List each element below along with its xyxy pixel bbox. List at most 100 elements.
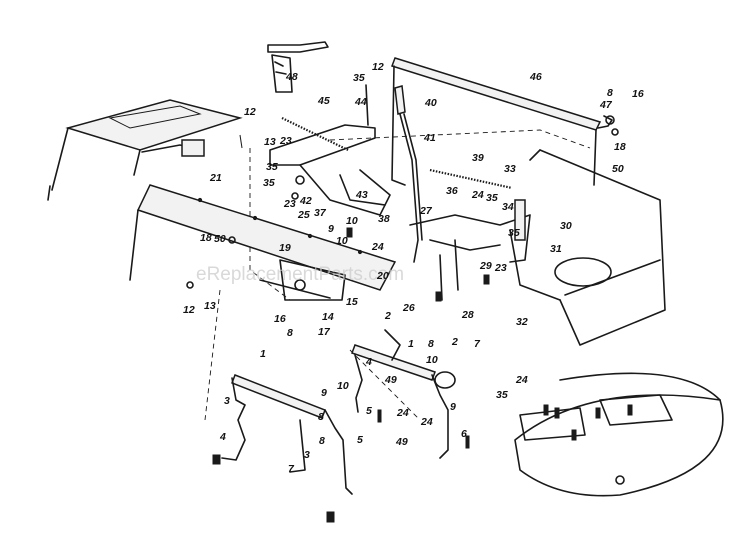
callout-35: 35 bbox=[266, 161, 278, 173]
callout-29: 29 bbox=[479, 260, 492, 272]
callout-10: 10 bbox=[346, 215, 358, 227]
callout-1: 1 bbox=[408, 338, 414, 350]
callout-45: 45 bbox=[317, 95, 330, 107]
callout-25: 25 bbox=[297, 209, 310, 221]
callout-35: 35 bbox=[353, 72, 365, 84]
rear-panel bbox=[391, 57, 615, 186]
callout-38: 38 bbox=[378, 213, 390, 225]
linkage-center bbox=[409, 199, 531, 301]
hardware bbox=[186, 128, 633, 523]
callout-6: 6 bbox=[461, 428, 467, 440]
callout-23: 23 bbox=[279, 135, 292, 147]
callout-8: 8 bbox=[607, 87, 613, 99]
callout-10: 10 bbox=[337, 380, 349, 392]
callout-1: 1 bbox=[260, 348, 266, 360]
callout-10: 10 bbox=[426, 354, 438, 366]
callout-24: 24 bbox=[371, 241, 384, 253]
rear-frame bbox=[509, 149, 666, 346]
callout-12: 12 bbox=[244, 106, 256, 118]
callout-14: 14 bbox=[322, 311, 334, 323]
callout-8: 8 bbox=[318, 411, 324, 423]
callout-32: 32 bbox=[516, 316, 528, 328]
mower-deck bbox=[514, 372, 724, 497]
callout-42: 42 bbox=[299, 195, 312, 207]
callout-4: 4 bbox=[219, 431, 226, 443]
callout-23: 23 bbox=[283, 198, 296, 210]
callout-50: 50 bbox=[612, 163, 624, 175]
callout-24: 24 bbox=[515, 374, 528, 386]
callout-50: 50 bbox=[214, 233, 226, 245]
callout-35: 35 bbox=[496, 389, 508, 401]
callout-12: 12 bbox=[183, 304, 195, 316]
callout-35: 35 bbox=[263, 177, 275, 189]
callout-20: 20 bbox=[376, 270, 389, 282]
lift-lever bbox=[394, 85, 423, 263]
callout-18: 18 bbox=[614, 141, 626, 153]
callout-19: 19 bbox=[279, 242, 291, 254]
callout-49: 49 bbox=[395, 436, 408, 448]
chassis-frame-outline bbox=[204, 129, 591, 421]
spring-39 bbox=[429, 168, 513, 190]
callout-33: 33 bbox=[504, 163, 516, 175]
axle-left bbox=[221, 374, 353, 495]
callout-12: 12 bbox=[372, 61, 384, 73]
callout-8: 8 bbox=[319, 435, 325, 447]
side-rail bbox=[129, 184, 397, 291]
callout-49: 49 bbox=[384, 374, 397, 386]
callout-23: 23 bbox=[494, 262, 507, 274]
callout-24: 24 bbox=[420, 416, 433, 428]
callout-8: 8 bbox=[428, 338, 434, 350]
callout-43: 43 bbox=[355, 189, 368, 201]
callout-24: 24 bbox=[396, 407, 409, 419]
watermark: eReplacementParts.com bbox=[196, 264, 404, 285]
callout-13: 13 bbox=[264, 136, 276, 148]
callout-3: 3 bbox=[224, 395, 230, 407]
control-bracket bbox=[269, 84, 391, 216]
callout-7: 7 bbox=[474, 338, 481, 350]
callout-31: 31 bbox=[550, 243, 562, 255]
callout-37: 37 bbox=[314, 207, 327, 219]
callout-3: 3 bbox=[304, 449, 310, 461]
callout-2: 2 bbox=[384, 310, 391, 322]
callout-16: 16 bbox=[632, 88, 644, 100]
pivot-plate bbox=[259, 259, 346, 301]
callout-39: 39 bbox=[472, 152, 484, 164]
callout-9: 9 bbox=[328, 223, 334, 235]
callout-16: 16 bbox=[274, 313, 286, 325]
axle-right bbox=[351, 329, 456, 459]
callout-48: 48 bbox=[285, 71, 298, 83]
spring-45 bbox=[281, 117, 349, 151]
callout-34: 34 bbox=[502, 201, 514, 213]
callout-13: 13 bbox=[204, 300, 216, 312]
callout-41: 41 bbox=[423, 132, 436, 144]
callout-21: 21 bbox=[209, 172, 222, 184]
callout-15: 15 bbox=[346, 296, 358, 308]
callout-46: 46 bbox=[529, 71, 542, 83]
callout-2: 2 bbox=[451, 336, 458, 348]
callout-9: 9 bbox=[321, 387, 327, 399]
callout-8: 8 bbox=[287, 327, 293, 339]
callout-24: 24 bbox=[471, 189, 484, 201]
callout-5: 5 bbox=[357, 434, 363, 446]
steering-shaft bbox=[267, 41, 329, 93]
callout-10: 10 bbox=[336, 235, 348, 247]
callout-35: 35 bbox=[508, 227, 520, 239]
callout-26: 26 bbox=[402, 302, 415, 314]
callout-17: 17 bbox=[318, 326, 331, 338]
callout-7: 7 bbox=[288, 463, 295, 475]
callout-35: 35 bbox=[486, 192, 498, 204]
callout-4: 4 bbox=[365, 356, 372, 368]
callout-40: 40 bbox=[424, 97, 437, 109]
callout-28: 28 bbox=[461, 309, 474, 321]
dash-panel bbox=[47, 99, 243, 201]
callout-30: 30 bbox=[560, 220, 572, 232]
callout-5: 5 bbox=[366, 405, 372, 417]
callout-44: 44 bbox=[354, 96, 367, 108]
callout-27: 27 bbox=[419, 205, 433, 217]
callout-47: 47 bbox=[599, 99, 613, 111]
callout-18: 18 bbox=[200, 232, 212, 244]
callout-9: 9 bbox=[450, 401, 456, 413]
callout-36: 36 bbox=[446, 185, 458, 197]
